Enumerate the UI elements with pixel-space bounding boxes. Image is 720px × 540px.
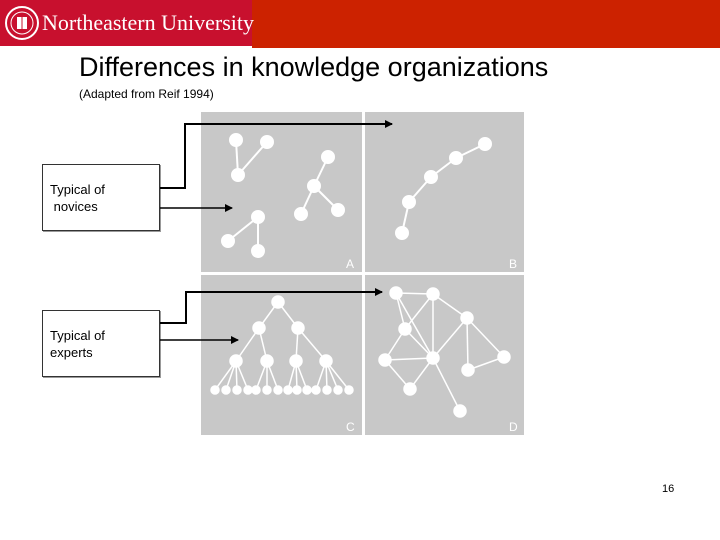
experts-label-box: Typical of experts [42, 310, 160, 377]
page-title: Differences in knowledge organizations [79, 52, 549, 82]
page-number: 16 [662, 483, 675, 495]
experts-connector-to-d [160, 288, 383, 324]
panel-c-network [210, 295, 354, 395]
university-name: Northeastern University [42, 10, 254, 35]
panel-d-network [378, 286, 511, 418]
university-logo: Northeastern University [0, 0, 254, 46]
experts-label-line2: experts [50, 345, 93, 360]
novices-label-line1: Typical of [50, 182, 105, 197]
panel-a [201, 112, 362, 272]
university-seal-icon [5, 6, 39, 40]
page-subtitle: (Adapted from Reif 1994) [79, 87, 214, 101]
novices-label-line2: novices [50, 199, 98, 214]
novices-label-box: Typical of novices [42, 164, 160, 231]
panel-b-label: B [509, 257, 517, 271]
panel-a-label: A [346, 257, 354, 271]
panel-c-label: C [346, 420, 355, 434]
panel-b-network [395, 137, 492, 240]
panel-d-label: D [509, 420, 518, 434]
panel-b [365, 112, 524, 272]
experts-label-line1: Typical of [50, 328, 105, 343]
panel-a-network [221, 133, 345, 258]
novices-connector-to-b [160, 120, 393, 189]
